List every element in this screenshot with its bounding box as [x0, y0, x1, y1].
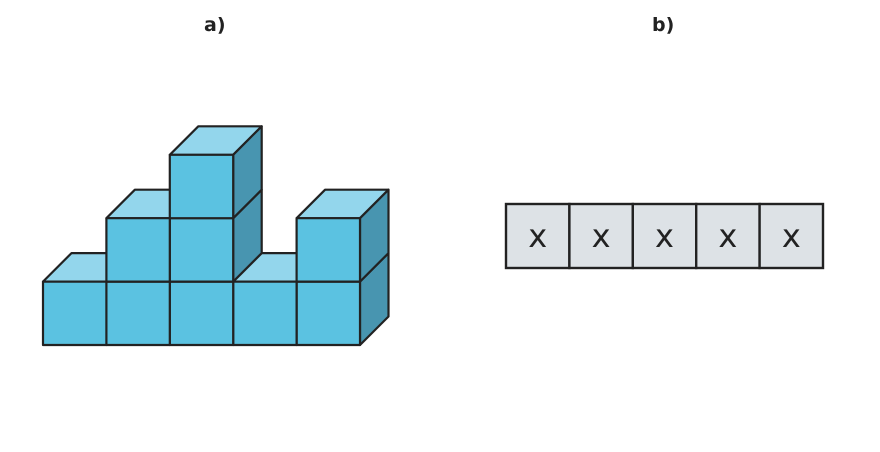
grid-cell: x [504, 202, 571, 270]
grid-cell-text: x [592, 217, 611, 255]
panel-a-label: a) [204, 14, 226, 36]
cube-front-face [232, 280, 298, 347]
cube [168, 125, 263, 220]
grid-cell-box [504, 202, 571, 270]
panel-b-label: b) [652, 14, 675, 36]
cube [295, 188, 390, 283]
cube [168, 280, 235, 347]
cube-stack-figure [41, 125, 390, 347]
grid-cell: x [631, 202, 698, 270]
cube-front-face [168, 280, 235, 347]
grid-cell: x [695, 202, 761, 270]
grid-cell-text: x [528, 217, 547, 255]
cube-front-face [41, 280, 108, 347]
cube-front-face [168, 153, 235, 220]
grid-cell: x [568, 202, 635, 270]
cube [105, 280, 171, 347]
grid-cell-text: x [718, 217, 737, 255]
grid-cell-text: x [782, 217, 801, 255]
grid-cell: x [758, 202, 825, 270]
cube-front-face [295, 280, 362, 347]
cube [168, 188, 263, 283]
cube-front-face [168, 217, 235, 283]
cube-front-face [295, 217, 362, 283]
grid-cell-text: x [655, 217, 674, 255]
cube-front-face [105, 280, 171, 347]
cube-front-face [105, 217, 171, 283]
grid-cell-box [758, 202, 825, 270]
grid-cell-box [568, 202, 635, 270]
